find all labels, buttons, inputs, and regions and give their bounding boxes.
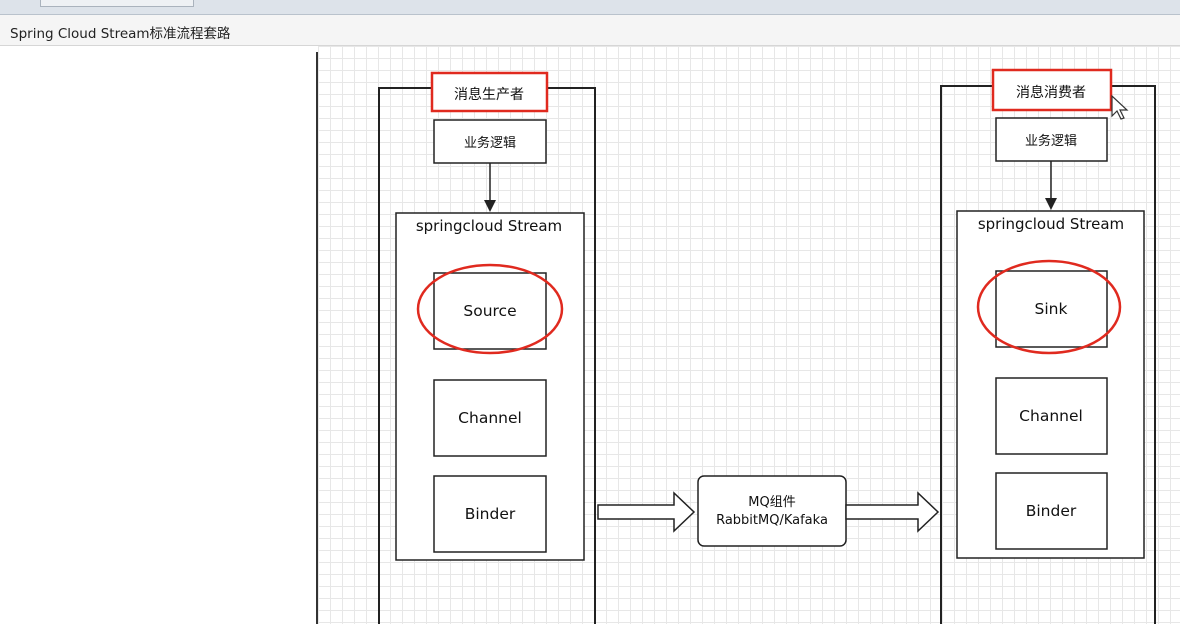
mq-component-box[interactable] [697,475,847,547]
source-label: Source [463,302,516,320]
flow-diagram: 消息生产者 业务逻辑 springcloud Stream Source Cha… [378,68,1156,628]
top-tab-strip [0,0,1180,15]
consumer-channel-label: Channel [1019,407,1083,425]
producer-binder-label: Binder [465,505,516,523]
producer-channel-box[interactable] [433,379,547,457]
consumer-binder-box[interactable] [995,472,1108,550]
consumer-binder-label: Binder [1026,502,1077,520]
title-bar: Spring Cloud Stream标准流程套路 [0,15,1180,46]
producer-logic-label: 业务逻辑 [464,135,516,151]
producer-binder-box[interactable] [433,475,547,553]
sink-highlight-ellipse [976,259,1122,355]
sink-label: Sink [1035,300,1068,318]
producer-title-highlight [430,71,549,113]
mq-to-consumer-arrow[interactable] [845,491,940,533]
producer-to-mq-arrow[interactable] [597,491,696,533]
mouse-cursor-icon [1111,94,1129,120]
consumer-title: 消息消费者 [1016,84,1086,101]
consumer-arrow-head [1045,198,1057,210]
page-title: Spring Cloud Stream标准流程套路 [10,26,231,42]
source-highlight-ellipse [416,263,564,355]
consumer-stream-label: springcloud Stream [978,215,1124,233]
mq-label-line1: MQ组件 [748,495,795,510]
producer-stream-label: springcloud Stream [416,217,562,235]
consumer-logic-label: 业务逻辑 [1025,133,1077,149]
consumer-title-highlight [991,68,1113,112]
source-box[interactable] [433,272,547,350]
consumer-logic-box[interactable] [995,117,1108,162]
panel-divider[interactable] [316,52,318,624]
mq-label-line2: RabbitMQ/Kafaka [716,513,828,528]
side-panel [0,46,316,624]
producer-arrow-head [484,200,496,212]
producer-channel-label: Channel [458,409,522,427]
producer-title: 消息生产者 [454,86,524,103]
sink-box[interactable] [995,270,1108,348]
consumer-channel-box[interactable] [995,377,1108,455]
tab-stub[interactable] [40,0,194,7]
diagram-canvas[interactable]: 消息生产者 业务逻辑 springcloud Stream Source Cha… [318,46,1180,628]
